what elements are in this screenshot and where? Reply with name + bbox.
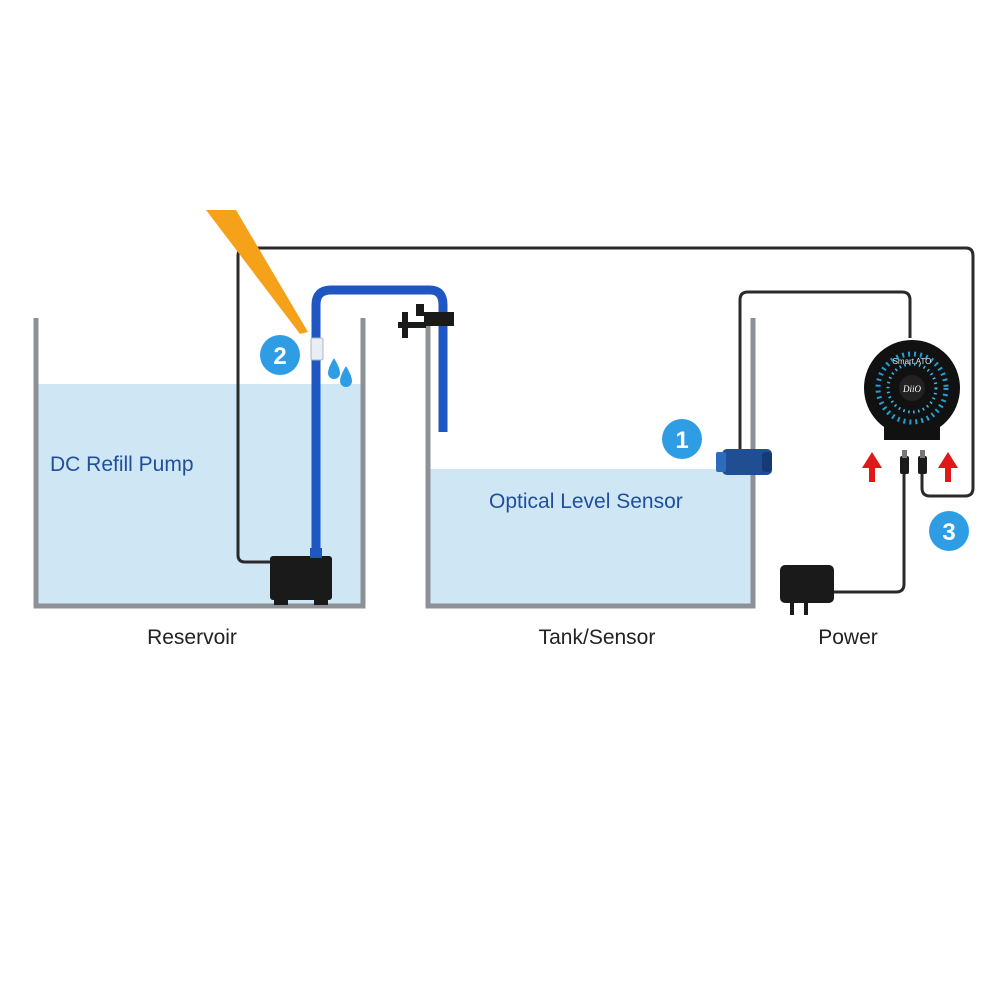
pump-label: DC Refill Pump	[50, 453, 194, 476]
step-3-number: 3	[942, 519, 955, 546]
dc-plug-right	[918, 450, 927, 474]
valve-icon	[398, 304, 454, 338]
refill-hose	[311, 285, 448, 550]
step-2-number: 2	[273, 343, 286, 370]
controller-logo: DiiO	[902, 384, 922, 394]
sensor-cable	[738, 290, 912, 452]
sensor-icon	[716, 449, 772, 475]
step-badge-3: 3	[929, 511, 969, 551]
dc-plug-left	[900, 450, 909, 474]
controller-icon: DiiO Smart ATO	[864, 340, 960, 440]
hose-connector	[310, 337, 324, 361]
water-drop-icon	[340, 366, 352, 387]
reservoir-label: Reservoir	[147, 626, 237, 649]
highlight-beam	[206, 210, 308, 334]
power-cable	[834, 470, 906, 594]
power-adapter-icon	[780, 565, 834, 615]
tank-water	[428, 469, 753, 606]
step-1-number: 1	[675, 427, 688, 454]
controller-name: Smart ATO	[893, 357, 932, 366]
pump-icon	[270, 548, 332, 605]
step-badge-1: 1	[662, 419, 702, 459]
red-arrow-up-icon	[938, 452, 958, 482]
water-drop-icon	[328, 358, 340, 379]
step-badge-2: 2	[260, 335, 300, 375]
tank-label: Tank/Sensor	[539, 626, 656, 649]
sensor-label: Optical Level Sensor	[489, 490, 683, 513]
red-arrow-up-icon	[862, 452, 882, 482]
power-label: Power	[818, 626, 878, 649]
pump-cable	[236, 246, 975, 564]
reservoir-container	[33, 318, 366, 609]
